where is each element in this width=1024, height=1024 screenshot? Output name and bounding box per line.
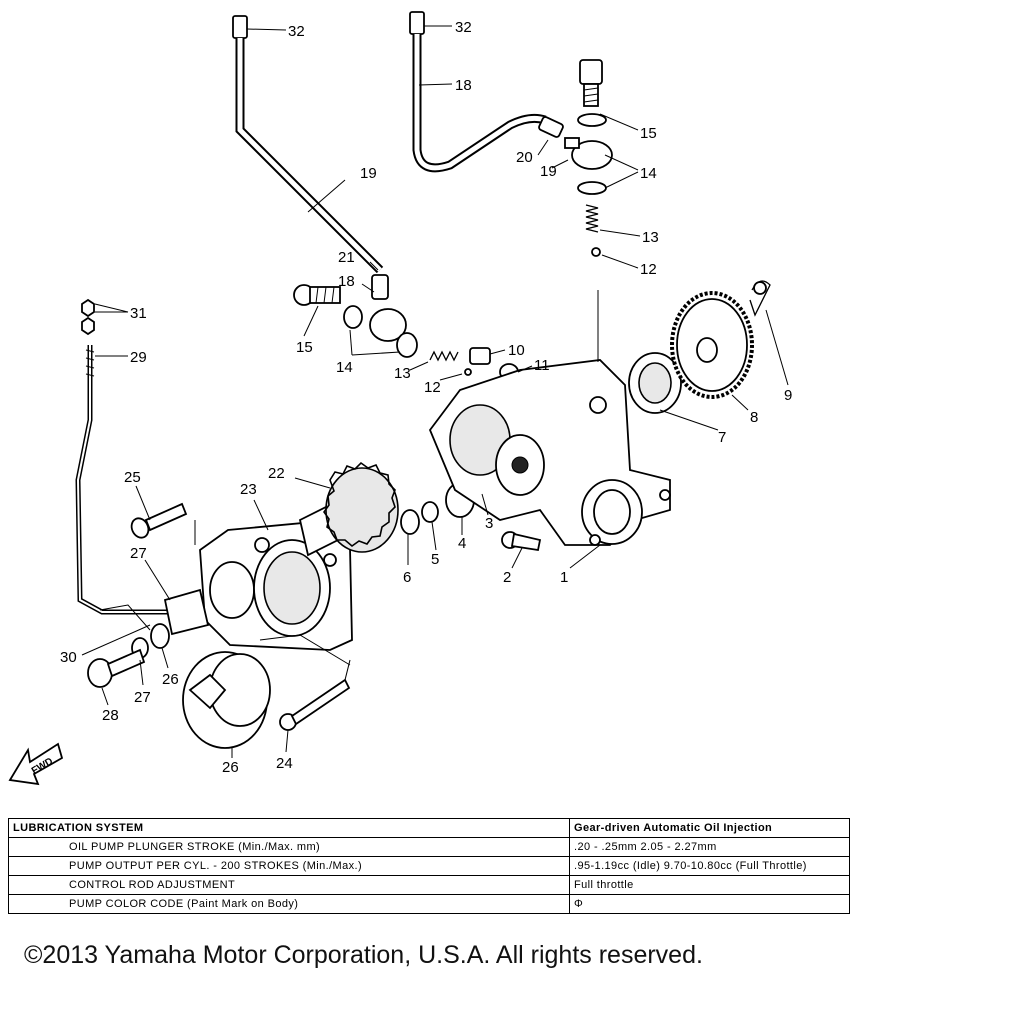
callout-12: 12 <box>424 379 441 396</box>
callout-21: 23 <box>240 481 257 498</box>
spec-label: PUMP OUTPUT PER CYL. - 200 STROKES (Min.… <box>8 856 570 876</box>
callout-16: 18 <box>455 77 472 94</box>
screw-22 <box>279 678 351 731</box>
spec-header-row: LUBRICATION SYSTEM Gear-driven Automatic… <box>8 818 850 838</box>
callout-25: 27 <box>130 545 147 562</box>
callout-12: 12 <box>640 261 657 278</box>
callout-18: 19 <box>540 163 557 180</box>
table-row: PUMP OUTPUT PER CYL. - 200 STROKES (Min.… <box>8 856 850 876</box>
callout-24: 26 <box>222 759 239 776</box>
spec-value: .95-1.19cc (Idle) 9.70-10.80cc (Full Thr… <box>569 856 850 876</box>
copyright-notice: ©2013 Yamaha Motor Corporation, U.S.A. A… <box>24 941 703 969</box>
callout-13: 13 <box>394 365 411 382</box>
callout-26: 26 <box>162 671 179 688</box>
explosion-guide-lines <box>99 520 351 681</box>
callout-32: 32 <box>455 19 472 36</box>
spec-title: LUBRICATION SYSTEM <box>8 818 570 838</box>
banjo-bolt-assembly-middle <box>293 274 519 381</box>
bolt-23 <box>130 502 188 539</box>
callout-5: 5 <box>431 551 439 568</box>
callout-1: 1 <box>560 569 568 586</box>
callout-13: 13 <box>642 229 659 246</box>
screw-2 <box>501 531 542 552</box>
table-row: OIL PUMP PLUNGER STROKE (Min./Max. mm) .… <box>8 837 850 857</box>
callout-31: 31 <box>130 305 147 322</box>
callout-19: 21 <box>338 249 355 266</box>
callout-32: 32 <box>288 23 305 40</box>
pump-driven-gear <box>670 291 754 399</box>
callout-4: 4 <box>458 535 466 552</box>
callout-27: 27 <box>134 689 151 706</box>
callout-8: 8 <box>750 409 758 426</box>
spec-value: .20 - .25mm 2.05 - 2.27mm <box>569 837 850 857</box>
callout-22: 24 <box>276 755 293 772</box>
leader-lines <box>81 25 789 758</box>
callout-10: 10 <box>508 342 525 359</box>
callout-3: 3 <box>485 515 493 532</box>
pump-control-rod <box>75 298 190 615</box>
exploded-parts-diagram: 32 32 18 19 15 14 13 12 20 19 21 18 15 1… <box>8 11 792 786</box>
spec-value: Full throttle <box>569 875 850 895</box>
pump-body <box>428 359 671 546</box>
callout-30: 30 <box>60 649 77 666</box>
pump-drive-gear <box>298 461 399 557</box>
pump-cap <box>182 651 271 749</box>
callout-6: 6 <box>403 569 411 586</box>
pump-lever-assembly <box>87 588 210 688</box>
callout-labels: 32 32 18 19 15 14 13 12 20 19 21 18 15 1… <box>60 19 792 776</box>
callout-23: 25 <box>124 469 141 486</box>
callout-18: 18 <box>338 273 355 290</box>
callout-17: 19 <box>360 165 377 182</box>
forward-direction-arrow: FWD <box>8 742 64 786</box>
callout-14: 14 <box>640 165 657 182</box>
callout-14: 14 <box>336 359 353 376</box>
spec-label: CONTROL ROD ADJUSTMENT <box>8 875 570 895</box>
oil-delivery-line-right <box>409 11 547 173</box>
callout-29: 29 <box>130 349 147 366</box>
oil-delivery-line-left <box>232 15 384 274</box>
callout-28: 28 <box>102 707 119 724</box>
table-row: CONTROL ROD ADJUSTMENT Full throttle <box>8 875 850 895</box>
callout-15: 15 <box>640 125 657 142</box>
cotter-pin <box>749 280 771 317</box>
callout-11: 11 <box>534 357 550 374</box>
callout-7: 7 <box>718 429 726 446</box>
banjo-bolt-assembly-upper <box>538 59 613 257</box>
oil-seal <box>628 352 682 414</box>
table-row: PUMP COLOR CODE (Paint Mark on Body) Φ <box>8 894 850 914</box>
lubrication-spec-table: LUBRICATION SYSTEM Gear-driven Automatic… <box>8 818 850 914</box>
spec-label: OIL PUMP PLUNGER STROKE (Min./Max. mm) <box>8 837 570 857</box>
spec-title-value: Gear-driven Automatic Oil Injection <box>569 818 850 838</box>
callout-20: 22 <box>268 465 285 482</box>
spec-label: PUMP COLOR CODE (Paint Mark on Body) <box>8 894 570 914</box>
callout-15: 15 <box>296 339 313 356</box>
callout-9: 9 <box>784 387 792 404</box>
callout-19: 20 <box>516 149 533 166</box>
callout-2: 2 <box>503 569 511 586</box>
spec-value: Φ <box>569 894 850 914</box>
